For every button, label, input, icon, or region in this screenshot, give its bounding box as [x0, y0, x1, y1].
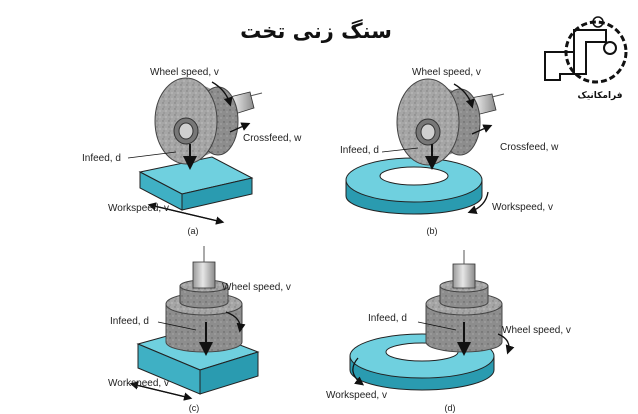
- label-infeed: Infeed, d: [340, 145, 379, 156]
- label-workspeed: Workspeed, v: [326, 390, 387, 401]
- caption: (d): [445, 403, 456, 413]
- label-wheel-speed: Wheel speed, v: [502, 325, 571, 336]
- label-wheel-speed: Wheel speed, v: [222, 282, 291, 293]
- label-workspeed: Workspeed, v: [492, 202, 553, 213]
- panel-d: Infeed, d Wheel speed, v Workspeed, v (d…: [326, 250, 571, 413]
- panel-c: Wheel speed, v Infeed, d Workspeed, v (c…: [108, 246, 291, 413]
- label-crossfeed: Crossfeed, w: [243, 133, 302, 144]
- label-infeed: Infeed, d: [368, 313, 407, 324]
- label-workspeed: Workspeed, v: [108, 378, 169, 389]
- panel-b: Wheel speed, v Crossfeed, w Infeed, d Wo…: [340, 67, 559, 236]
- label-infeed: Infeed, d: [82, 153, 121, 164]
- label-wheel-speed: Wheel speed, v: [412, 67, 481, 78]
- gear-logo-icon: [544, 16, 628, 84]
- page-title: سنگ زنی تخت: [240, 18, 392, 43]
- label-crossfeed: Crossfeed, w: [500, 142, 559, 153]
- logo-text: فرامکانیک: [577, 91, 622, 101]
- label-infeed: Infeed, d: [110, 316, 149, 327]
- caption: (a): [188, 226, 199, 236]
- caption: (b): [427, 226, 438, 236]
- panel-a: Wheel speed, v Crossfeed, w Infeed, d Wo…: [82, 67, 302, 236]
- logo: فرامکانیک: [544, 16, 628, 101]
- label-wheel-speed: Wheel speed, v: [150, 67, 219, 78]
- label-workspeed: Workspeed, v: [108, 203, 169, 214]
- caption: (c): [189, 403, 200, 413]
